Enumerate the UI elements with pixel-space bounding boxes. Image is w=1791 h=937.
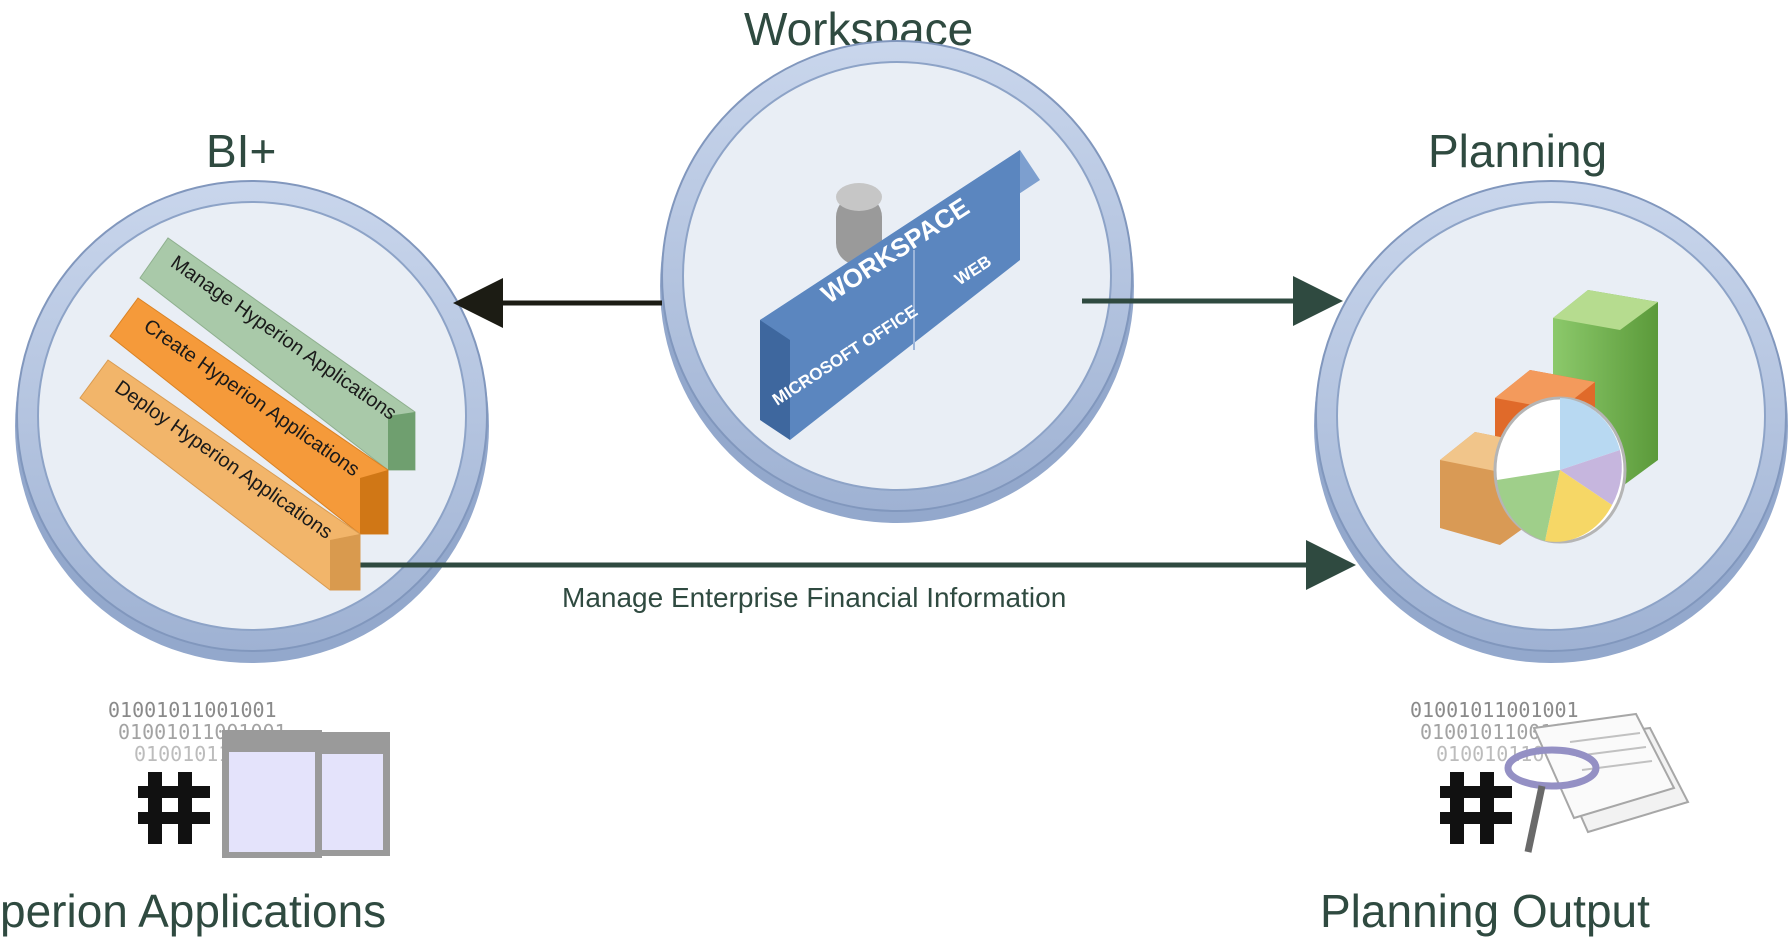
planning-chart-icon — [1440, 290, 1658, 545]
workspace-panel-icon: WORKSPACE MICROSOFT OFFICE WEB — [760, 150, 1040, 440]
magnifier-icon — [1504, 746, 1600, 853]
hash-icon — [138, 772, 210, 844]
document-icon — [1532, 712, 1690, 834]
binary-line: 01001011001001 — [108, 698, 277, 722]
left-output-icon: 01001011001001 01001011001001 0100101100… — [108, 698, 390, 858]
right-output-icon: 01001011001001 01001011001001 0100101100… — [1410, 698, 1690, 853]
bi-plus-title: BI+ — [206, 125, 277, 177]
edge-label: Manage Enterprise Financial Information — [562, 582, 1067, 613]
planning-title: Planning — [1428, 125, 1608, 177]
hash-icon — [1440, 772, 1512, 844]
left-output-label: perion Applications — [0, 885, 387, 937]
window-icon — [222, 730, 390, 858]
binary-line: 01001011001001 — [1410, 698, 1579, 722]
right-output-label: Planning Output — [1320, 885, 1650, 937]
